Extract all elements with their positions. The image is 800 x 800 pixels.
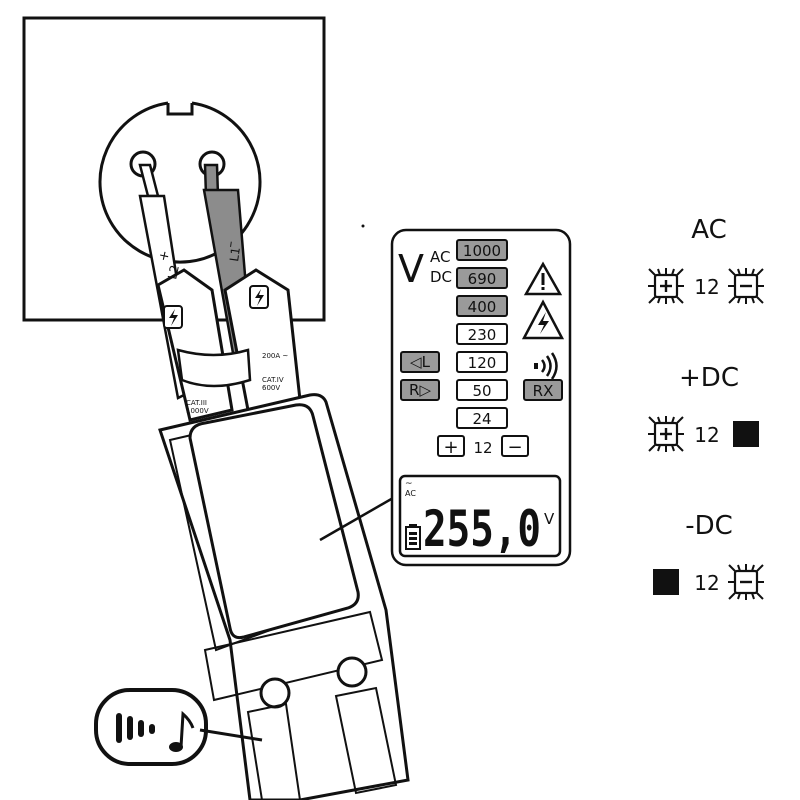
v-symbol: V — [398, 247, 424, 291]
cat-right-line2: 600V — [262, 384, 280, 392]
voltage-level-box — [456, 295, 508, 317]
polarity-voltage: 12 — [473, 439, 492, 457]
sound-callout-line — [199, 728, 263, 742]
grip-right — [334, 686, 398, 795]
voltage-level-ladder: 1000 690 400 230 120 50 24 — [456, 239, 508, 429]
warning-triangle-icon — [523, 261, 563, 296]
continuity-sound-icon — [534, 352, 558, 380]
lcd-mode: AC — [405, 489, 416, 498]
cat-right-line1: CAT.IV — [262, 376, 284, 384]
right-probe-label: L1 — [227, 246, 243, 262]
tester-body — [158, 393, 410, 800]
minus-polarity-symbol: − — [507, 437, 522, 458]
right-rotation-label: R▷ — [409, 381, 431, 399]
voltage-level-box — [456, 351, 508, 373]
voltage-level-label: 120 — [468, 354, 497, 372]
right-probe-polarity: – — [223, 240, 239, 249]
tester-lower-panel — [203, 610, 384, 702]
voltage-level-label: 50 — [472, 382, 491, 400]
tester-screen-window — [188, 403, 360, 640]
voltage-level-label: 24 — [472, 410, 491, 428]
legend-voltage: 12 — [694, 423, 719, 447]
legend-voltage: 12 — [694, 275, 719, 299]
lcd-unit: V — [544, 510, 555, 528]
minus-polarity-box — [501, 435, 529, 457]
left-probe-polarity: + — [156, 249, 173, 263]
voltage-level-box — [456, 379, 508, 401]
voltage-level-box — [456, 323, 508, 345]
left-rotation-label: ◁L — [410, 353, 431, 371]
probe-handles: + L2 – L1 CAT.III 1000V CAT.IV 600V 200A… — [156, 240, 302, 422]
legend-title: AC — [691, 215, 726, 245]
callout-line-display — [319, 492, 401, 542]
dc-label: DC — [430, 268, 452, 286]
music-note-icon — [169, 710, 195, 752]
left-shield-icon — [163, 305, 183, 329]
button-right[interactable] — [336, 656, 368, 688]
minus-led-icon — [728, 268, 764, 304]
voltage-level-label: 690 — [468, 270, 497, 288]
plus-led-icon — [648, 416, 684, 452]
plus-led-icon — [648, 268, 684, 304]
voltage-level-box — [456, 239, 508, 261]
vibration-waves-icon — [116, 713, 155, 743]
voltage-level-box — [456, 407, 508, 429]
rx-label: RX — [533, 382, 554, 400]
right-shield-icon — [249, 285, 269, 309]
button-left[interactable] — [259, 677, 291, 709]
lcd-ac-tilde: ~ — [405, 479, 413, 489]
minus-led-icon — [728, 564, 764, 600]
lcd-screen — [398, 474, 562, 558]
legend-voltage: 12 — [694, 571, 719, 595]
clamp-rating: 200A ~ — [262, 352, 288, 360]
ac-label: AC — [430, 248, 450, 266]
voltage-level-label: 1000 — [463, 242, 501, 260]
right-rotation-indicator — [400, 379, 440, 401]
cat-left-line2: 1000V — [186, 407, 209, 415]
legend-title: -DC — [685, 511, 733, 541]
left-probe-label: L2 — [165, 264, 182, 281]
plus-polarity-box — [437, 435, 465, 457]
polarity-legend: AC 12 +DC 12 -DC 12 — [648, 215, 764, 600]
filled-indicator-icon — [733, 421, 759, 447]
cat-left-line1: CAT.III — [186, 399, 207, 407]
clamp-jaw — [176, 348, 252, 388]
voltage-level-label: 230 — [468, 326, 497, 344]
sound-indicator — [94, 688, 263, 766]
rx-indicator — [523, 379, 563, 401]
high-voltage-triangle-icon — [521, 299, 565, 340]
filled-indicator-icon — [653, 569, 679, 595]
socket-key-notch — [166, 103, 194, 116]
left-rotation-indicator — [400, 351, 440, 373]
battery-icon — [405, 524, 421, 550]
voltage-level-box — [456, 267, 508, 289]
voltage-level-label: 400 — [468, 298, 497, 316]
legend-title: +DC — [679, 363, 739, 393]
lcd-reading: 255,0 — [423, 500, 541, 558]
stray-dot — [361, 224, 365, 228]
grip-left — [246, 702, 302, 800]
plus-polarity-symbol: + — [443, 437, 458, 458]
